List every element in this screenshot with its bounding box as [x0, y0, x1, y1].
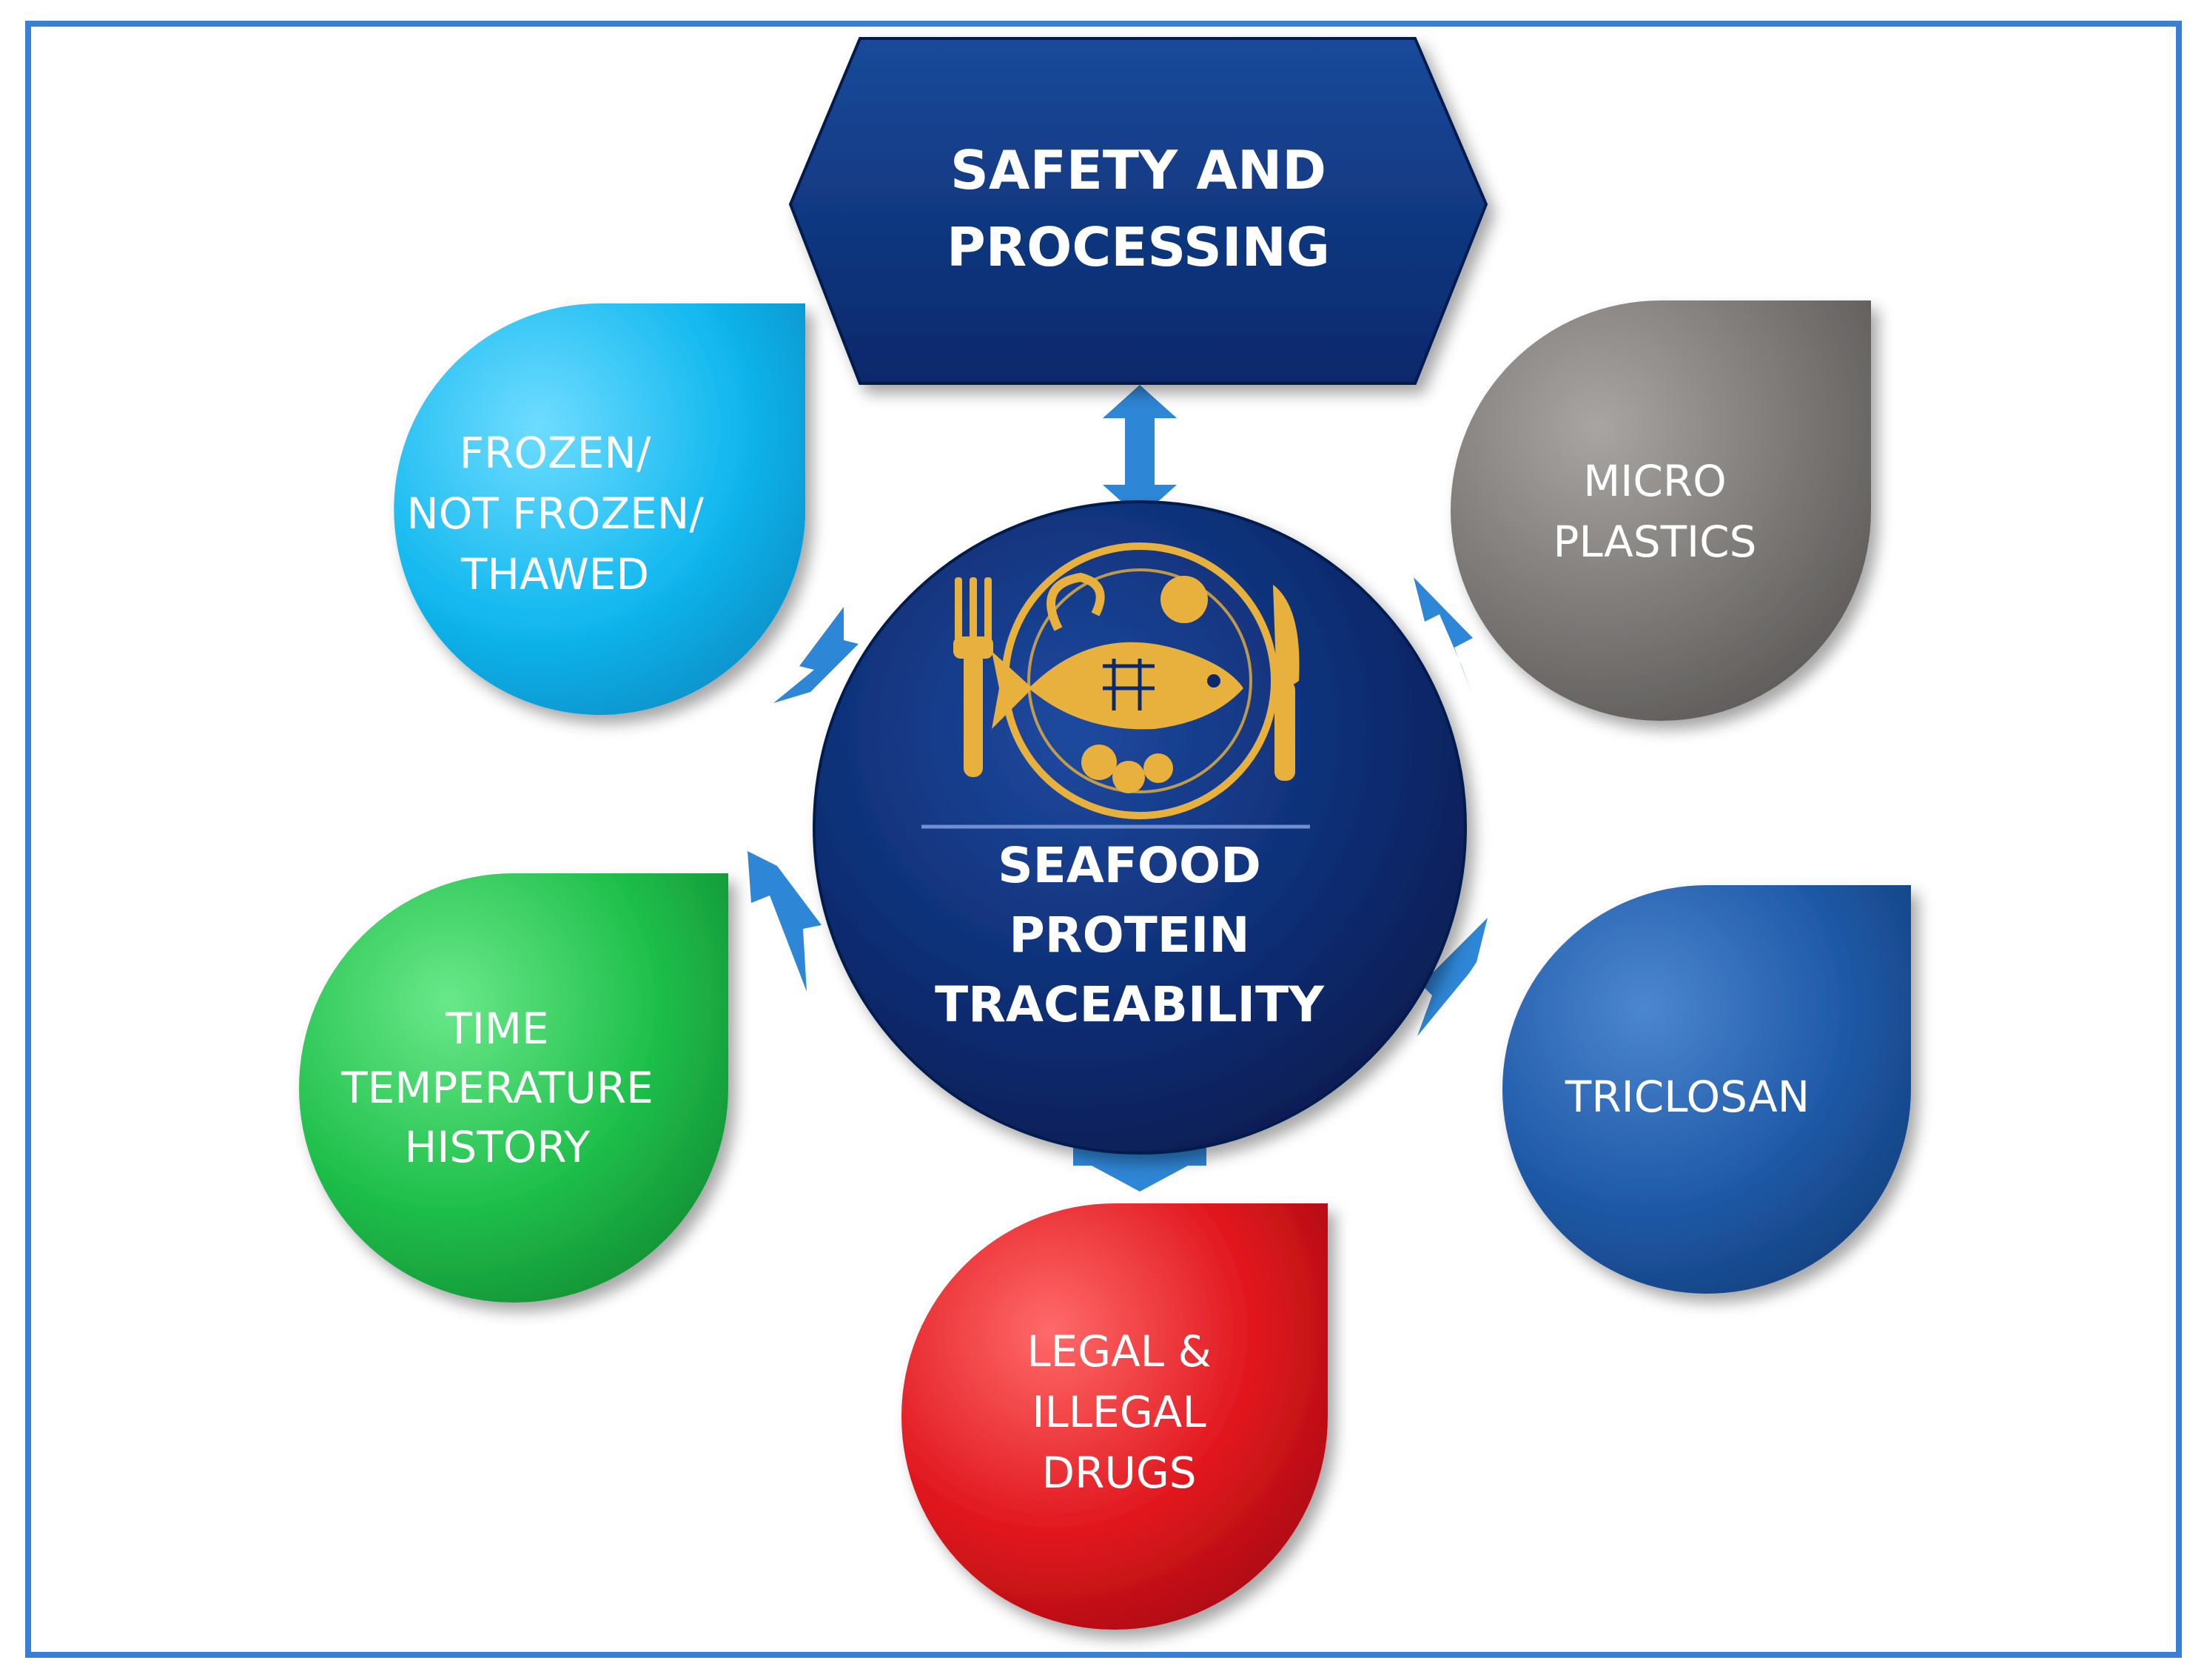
drop-micro — [1451, 300, 1871, 721]
arrow-hub-to-micro — [1414, 577, 1473, 696]
drop-frozen-label: FROZEN/NOT FROZEN/THAWED — [406, 428, 704, 599]
arrow-hub-to-drugs — [1073, 1147, 1206, 1192]
drop-triclosan-shape — [1502, 885, 1911, 1294]
arrow-hub-to-top — [1103, 385, 1177, 518]
arrow-hub-to-time — [748, 851, 822, 992]
arrow-hub-to-triclosan — [1417, 918, 1488, 1036]
knife-icon — [1273, 585, 1300, 781]
drop-drugs-shape — [901, 1203, 1328, 1630]
top-node — [788, 37, 1488, 385]
hexagon-shape — [788, 37, 1488, 385]
fish-plate-icon — [992, 542, 1278, 819]
drop-triclosan-label: TRICLOSAN — [1565, 1072, 1810, 1122]
drop-micro-shape — [1451, 300, 1871, 721]
drop-time — [299, 873, 728, 1303]
drop-triclosan — [1502, 885, 1911, 1294]
drop-drugs — [901, 1203, 1328, 1630]
drop-time-shape — [299, 873, 728, 1303]
arrow-hub-to-frozen — [773, 607, 859, 703]
drop-frozen-shape — [394, 303, 805, 715]
fork-icon — [953, 577, 993, 777]
drop-frozen — [394, 303, 805, 715]
